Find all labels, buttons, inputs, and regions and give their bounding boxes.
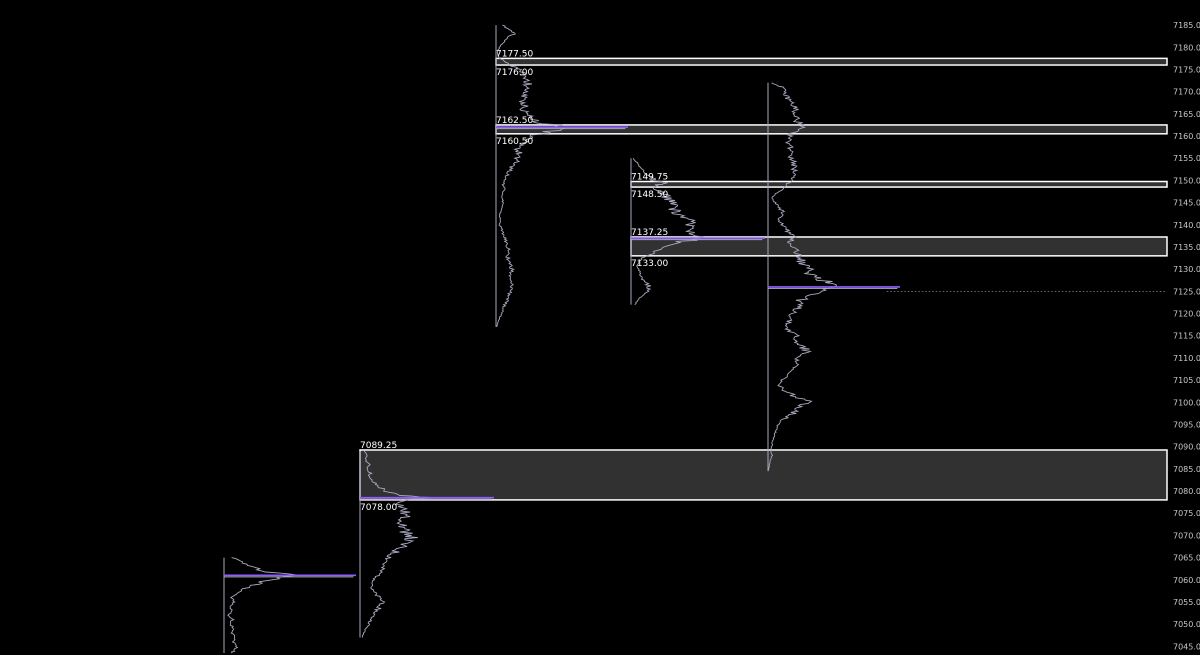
price-tick-label: 7065.00 [1173,554,1200,563]
price-tick-label: 7155.00 [1173,154,1200,163]
price-tick-label: 7050.00 [1173,620,1200,629]
price-tick-label: 7185.00 [1173,21,1200,30]
profile-outline [361,450,440,638]
price-tick-label: 7135.00 [1173,243,1200,252]
zone-high-label: 7149.75 [631,173,668,183]
price-tick-label: 7175.00 [1173,65,1200,74]
price-tick-label: 7150.00 [1173,176,1200,185]
volume-profile[interactable] [495,24,628,327]
price-tick-label: 7075.00 [1173,509,1200,518]
price-tick-label: 7140.00 [1173,221,1200,230]
price-tick-label: 7180.00 [1173,43,1200,52]
price-tick-label: 7045.00 [1173,642,1200,651]
zone-low-label: 7160.50 [496,137,533,147]
price-tick-label: 7130.00 [1173,265,1200,274]
zone-high-label: 7137.25 [631,228,668,238]
price-tick-label: 7070.00 [1173,531,1200,540]
price-tick-label: 7120.00 [1173,310,1200,319]
price-tick-label: 7100.00 [1173,398,1200,407]
profile-outline [767,82,837,472]
price-tick-label: 7090.00 [1173,443,1200,452]
volume-profile[interactable] [359,450,494,638]
price-tick-label: 7170.00 [1173,88,1200,97]
zone-low-label: 7148.50 [631,190,668,200]
zone-box[interactable] [630,180,1168,188]
zone-box[interactable] [495,57,1168,66]
price-tick-label: 7160.00 [1173,132,1200,141]
zone-low-label: 7133.00 [631,259,668,269]
volume-profile[interactable] [630,158,765,306]
price-tick-label: 7115.00 [1173,332,1200,341]
price-tick-label: 7060.00 [1173,576,1200,585]
zone-low-label: 7078.00 [360,503,397,513]
zone-box[interactable] [359,449,1168,501]
zone-box[interactable] [495,124,1168,135]
volume-profile[interactable] [767,82,900,472]
profile-outline [496,24,566,327]
profile-outline [227,557,298,654]
price-tick-label: 7110.00 [1173,354,1200,363]
price-axis[interactable]: 7185.00 7180.00 7175.00 7170.00 7165.00 7160.… [1173,21,1200,651]
price-tick-label: 7125.00 [1173,287,1200,296]
price-tick-label: 7145.00 [1173,199,1200,208]
zone-high-label: 7089.25 [360,441,397,451]
price-tick-label: 7080.00 [1173,487,1200,496]
volume-profile[interactable] [223,557,356,654]
price-tick-label: 7095.00 [1173,420,1200,429]
price-tick-label: 7105.00 [1173,376,1200,385]
zone-high-label: 7162.50 [496,116,533,126]
price-tick-label: 7165.00 [1173,110,1200,119]
zone-high-label: 7177.50 [496,49,533,59]
profiles-layer [223,24,900,654]
zone-low-label: 7176.00 [496,68,533,78]
zone-labels-layer: 7177.50 7176.00 7162.50 7160.50 7149.75 7148.… [360,49,668,513]
price-tick-label: 7085.00 [1173,465,1200,474]
profile-outline [632,158,704,306]
price-tick-label: 7055.00 [1173,598,1200,607]
